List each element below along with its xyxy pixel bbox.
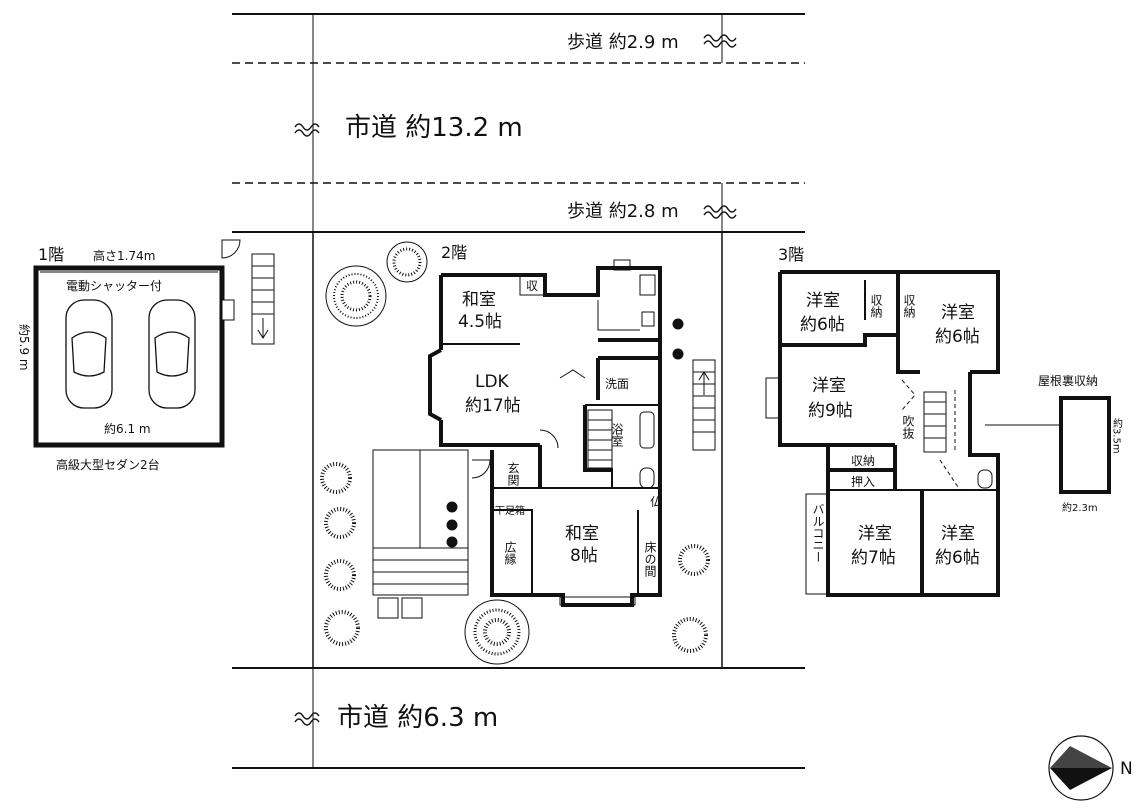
washitsu2-label: 和室 bbox=[565, 524, 599, 544]
washitsu1-label: 和室 bbox=[462, 290, 496, 310]
mid-sidewalk-label: 歩道 約2.8 m bbox=[567, 201, 679, 222]
storage3-label: 収納 bbox=[851, 454, 875, 468]
floor1-depth: 約5.9 m bbox=[17, 324, 32, 371]
shoebox-label: 下足箱 bbox=[495, 504, 525, 517]
r3-label: 洋室 bbox=[812, 376, 846, 396]
r4-size: 約7帖 bbox=[851, 548, 896, 568]
balcony-label: バルコニー bbox=[811, 503, 825, 563]
top-city-road-label: 市道 約13.2 m bbox=[345, 113, 523, 143]
engawa-label: 広縁 bbox=[503, 541, 517, 565]
floor2-details bbox=[372, 259, 716, 619]
r5-label: 洋室 bbox=[941, 524, 975, 544]
fukinuke-label: 吹抜 bbox=[901, 415, 915, 440]
floor1-height: 高さ1.74m bbox=[93, 248, 155, 263]
wash-label: 洗面 bbox=[605, 377, 629, 391]
r4-label: 洋室 bbox=[858, 524, 892, 544]
stairs-icon bbox=[251, 253, 275, 345]
tokonoma-label: 床の間 bbox=[643, 541, 657, 577]
storage-label: 収 bbox=[526, 279, 538, 293]
r3-size: 約9帖 bbox=[808, 401, 853, 421]
ldk-size: 約17帖 bbox=[465, 396, 521, 416]
butsudan-label: 仏 bbox=[650, 495, 662, 509]
compass-icon bbox=[1048, 735, 1114, 801]
break-marks bbox=[294, 34, 737, 726]
r1-size: 約6帖 bbox=[800, 315, 845, 335]
storage2-label: 収納 bbox=[902, 294, 916, 318]
top-sidewalk-label: 歩道 約2.9 m bbox=[567, 32, 679, 53]
bottom-city-road-label: 市道 約6.3 m bbox=[337, 703, 498, 733]
compass-label: N bbox=[1120, 759, 1133, 779]
floor3-details bbox=[765, 377, 1111, 595]
r2-label: 洋室 bbox=[941, 303, 975, 323]
bath-label: 浴室 bbox=[610, 423, 624, 447]
washitsu2-size: 8帖 bbox=[570, 546, 598, 566]
floor1-width: 約6.1 m bbox=[104, 421, 151, 436]
floor3-title: 3階 bbox=[778, 245, 804, 264]
r5-size: 約6帖 bbox=[935, 548, 980, 568]
entrance-label: 玄関 bbox=[506, 461, 520, 486]
floor1-title: 1階 bbox=[38, 245, 64, 264]
attic-height: 約3.5m bbox=[1111, 417, 1123, 454]
storage1-label: 収納 bbox=[869, 294, 883, 318]
attic-width: 約2.3m bbox=[1062, 501, 1098, 514]
washitsu1-size: 4.5帖 bbox=[458, 312, 502, 332]
road-lines bbox=[232, 13, 805, 769]
oshiire-label: 押入 bbox=[851, 475, 875, 489]
floor1-caption: 高級大型セダン2台 bbox=[56, 457, 160, 472]
ldk-label: LDK bbox=[475, 372, 510, 392]
r2-size: 約6帖 bbox=[935, 327, 980, 347]
tree-icon bbox=[320, 241, 710, 665]
attic-title: 屋根裏収納 bbox=[1038, 373, 1098, 388]
r1-label: 洋室 bbox=[806, 291, 840, 311]
floor1-shutter: 電動シャッター付 bbox=[66, 279, 162, 293]
car-icon bbox=[65, 299, 196, 409]
floor2-title: 2階 bbox=[441, 243, 467, 262]
floor1-garage bbox=[33, 239, 275, 448]
